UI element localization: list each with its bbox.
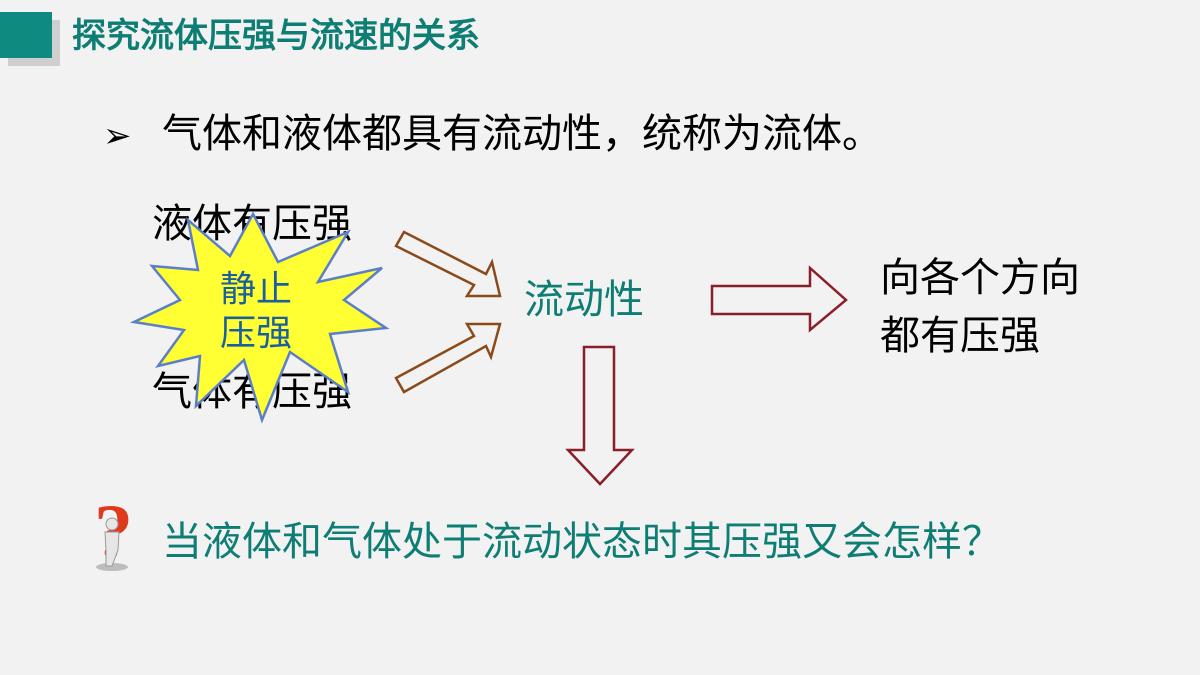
result-line-2: 都有压强 [880, 313, 1040, 359]
arrow-liquid-to-fluidity [394, 230, 502, 298]
fluidity-label: 流动性 [524, 277, 644, 323]
arrow-fluidity-to-result [710, 265, 848, 333]
arrowhead-bullet-icon: ➢ [103, 116, 132, 156]
question-text: 当液体和气体处于流动状态时其压强又会怎样？ [162, 519, 1002, 565]
static-pressure-label: 静止 压强 [196, 268, 316, 356]
bullet-text: 气体和液体都具有流动性，统称为流体。 [162, 111, 882, 157]
static-pressure-line-1: 静止 [219, 269, 292, 310]
arrow-down-to-question [565, 345, 635, 486]
slide-title: 探究流体压强与流速的关系 [72, 16, 480, 56]
static-pressure-line-2: 压强 [219, 313, 292, 354]
question-mark-figure-icon: ? [94, 488, 133, 575]
result-line-1: 向各个方向 [880, 255, 1080, 301]
title-square-icon [0, 12, 52, 58]
explosion-starburst-icon [129, 211, 390, 424]
arrow-gas-to-fluidity [394, 322, 502, 394]
